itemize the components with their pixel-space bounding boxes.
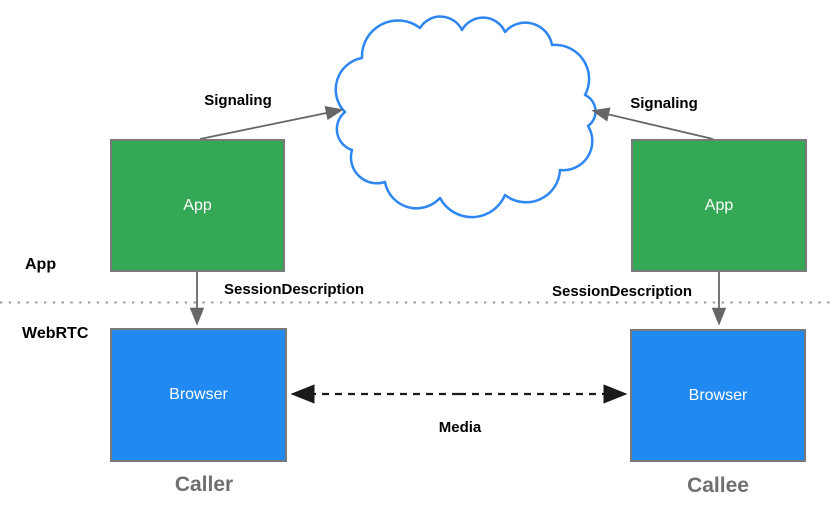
layer-label-webrtc: WebRTC: [22, 325, 89, 342]
session-description-left-label: SessionDescription: [223, 281, 365, 298]
signaling-right-arrow: [591, 107, 714, 140]
caller-app-node: App: [110, 139, 285, 272]
callee-app-node: App: [631, 139, 807, 272]
media-label: Media: [438, 419, 482, 436]
signaling-left-label: Signaling: [204, 92, 272, 109]
caller-app-node-label: App: [183, 196, 212, 214]
caller-role-label: Caller: [174, 473, 234, 496]
caller-browser-node-label: Browser: [169, 386, 228, 403]
callee-app-node-label: App: [704, 196, 734, 214]
signaling-right-label: Signaling: [630, 95, 698, 112]
callee-role-label: Callee: [687, 474, 749, 497]
session-description-right-label: SessionDescription: [551, 283, 693, 300]
caller-browser-node: Browser: [110, 328, 287, 462]
layer-label-app: App: [25, 256, 57, 273]
cloud-icon: [334, 15, 597, 219]
signaling-left-arrow: [199, 106, 344, 140]
callee-browser-node: Browser: [630, 329, 806, 462]
callee-browser-node-label: Browser: [688, 386, 748, 404]
